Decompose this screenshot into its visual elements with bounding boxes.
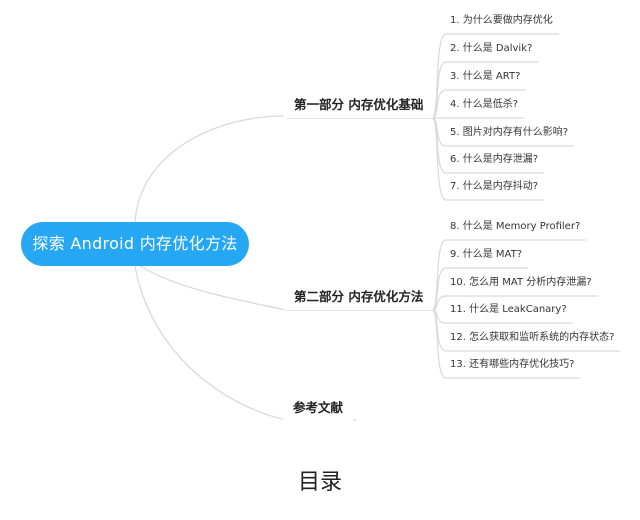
topic-11[interactable]: 11. 什么是 LeakCanary? bbox=[450, 304, 567, 315]
connector-root-branch-1 bbox=[134, 115, 287, 223]
topic-1[interactable]: 1. 为什么要做内存优化 bbox=[450, 15, 553, 26]
topic-9[interactable]: 9. 什么是 MAT? bbox=[450, 249, 523, 260]
topic-7[interactable]: 7. 什么是内存抖动? bbox=[450, 181, 539, 192]
caption-title: 目录 bbox=[297, 470, 342, 495]
connector-topic-13 bbox=[431, 309, 580, 379]
branch-part-1[interactable]: 第一部分 内存优化基础 bbox=[284, 92, 434, 118]
connector-topic-9 bbox=[431, 267, 528, 311]
topic-4[interactable]: 4. 什么是低杀? bbox=[450, 99, 519, 110]
connector-topic-3 bbox=[431, 89, 526, 119]
branch-part-2[interactable]: 第二部分 内存优化方法 bbox=[284, 284, 434, 310]
connector-root-branch-3 bbox=[134, 265, 287, 421]
central-topic[interactable]: 探索 Android 内存优化方法 bbox=[21, 222, 249, 266]
topic-2[interactable]: 2. 什么是 Dalvik? bbox=[450, 43, 533, 54]
branch-references[interactable]: 参考文献 bbox=[283, 395, 354, 421]
topic-10[interactable]: 10. 怎么用 MAT 分析内存泄漏? bbox=[450, 277, 592, 288]
topic-6[interactable]: 6. 什么是内存泄漏? bbox=[450, 154, 539, 165]
connector-topic-10 bbox=[431, 295, 598, 311]
topic-8[interactable]: 8. 什么是 Memory Profiler? bbox=[450, 221, 581, 232]
topic-13[interactable]: 13. 还有哪些内存优化技巧? bbox=[450, 359, 575, 370]
connector-topic-7 bbox=[431, 117, 544, 201]
topic-3[interactable]: 3. 什么是 ART? bbox=[450, 71, 521, 82]
topic-12[interactable]: 12. 怎么获取和监听系统的内存状态? bbox=[450, 332, 615, 343]
connector-root-branch-2 bbox=[139, 265, 287, 311]
topic-5[interactable]: 5. 图片对内存有什么影响? bbox=[450, 127, 569, 138]
